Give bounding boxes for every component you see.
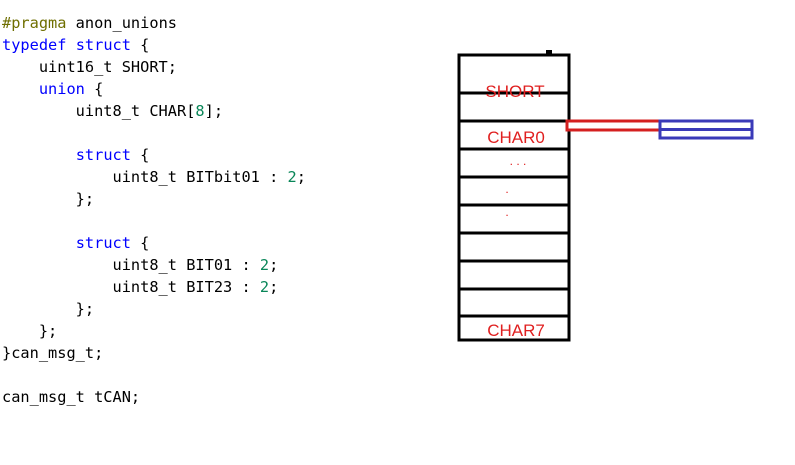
code-token-plain: ; <box>296 168 306 186</box>
code-token-preproc: #pragma <box>2 14 67 32</box>
code-token-plain: uint8_t CHAR[ <box>2 102 196 120</box>
code-token-plain: uint8_t BIT01 : <box>2 256 260 274</box>
code-token-keyword: union <box>38 80 85 98</box>
column-notch <box>546 50 552 56</box>
code-line: }; <box>2 188 306 210</box>
code-token-plain: }; <box>2 300 95 318</box>
code-token-plain: uint16_t SHORT; <box>2 58 177 76</box>
code-token-number: 2 <box>259 278 270 296</box>
cell-label-ellipsis: . . . <box>510 154 527 168</box>
code-token-plain: ; <box>269 278 279 296</box>
code-token-number: 2 <box>259 256 270 274</box>
code-token-plain: }; <box>2 190 95 208</box>
code-token-plain: { <box>130 36 150 54</box>
cell-label-short: SHORT <box>485 82 544 101</box>
code-token-plain: can_msg_t tCAN; <box>2 388 141 406</box>
code-token-plain: }can_msg_t; <box>2 344 104 362</box>
code-line: }can_msg_t; <box>2 342 306 364</box>
code-token-plain: }; <box>2 322 58 340</box>
code-line: }; <box>2 298 306 320</box>
code-token-keyword: typedef <box>2 36 67 54</box>
cell-label-char0: CHAR0 <box>487 128 545 147</box>
code-line: typedef struct { <box>2 34 306 56</box>
code-token-keyword: struct <box>75 146 131 164</box>
code-token-keyword: struct <box>75 36 131 54</box>
code-line: uint16_t SHORT; <box>2 56 306 78</box>
code-token-number: 8 <box>195 102 205 120</box>
code-line: struct { <box>2 144 306 166</box>
code-token-plain: uint8_t BIT23 : <box>2 278 260 296</box>
code-line: #pragma anon_unions <box>2 12 306 34</box>
cell-label-dot-1: . <box>505 182 508 196</box>
row-dividers <box>459 91 569 318</box>
code-line: uint8_t CHAR[8]; <box>2 100 306 122</box>
code-line: }; <box>2 320 306 342</box>
char0-connector <box>565 119 662 132</box>
code-token-plain: anon_unions <box>66 14 177 32</box>
code-token-plain: ]; <box>204 102 224 120</box>
code-line: struct { <box>2 232 306 254</box>
code-token-number: 2 <box>287 168 297 186</box>
code-line: uint8_t BIT23 : 2; <box>2 276 306 298</box>
code-line: uint8_t BITbit01 : 2; <box>2 166 306 188</box>
memory-column <box>457 53 571 342</box>
code-line: union { <box>2 78 306 100</box>
bitfield-box <box>658 119 754 140</box>
code-token-plain: uint8_t BITbit01 : <box>2 168 288 186</box>
cell-label-dot-2: . <box>505 205 508 219</box>
code-token-plain: { <box>130 146 150 164</box>
code-token-plain: { <box>130 234 150 252</box>
cell-label-char7: CHAR7 <box>487 321 545 340</box>
code-token-plain: ; <box>269 256 279 274</box>
code-token-keyword: struct <box>75 234 131 252</box>
code-token-plain: { <box>84 80 104 98</box>
code-line: can_msg_t tCAN; <box>2 386 306 408</box>
code-line: uint8_t BIT01 : 2; <box>2 254 306 276</box>
